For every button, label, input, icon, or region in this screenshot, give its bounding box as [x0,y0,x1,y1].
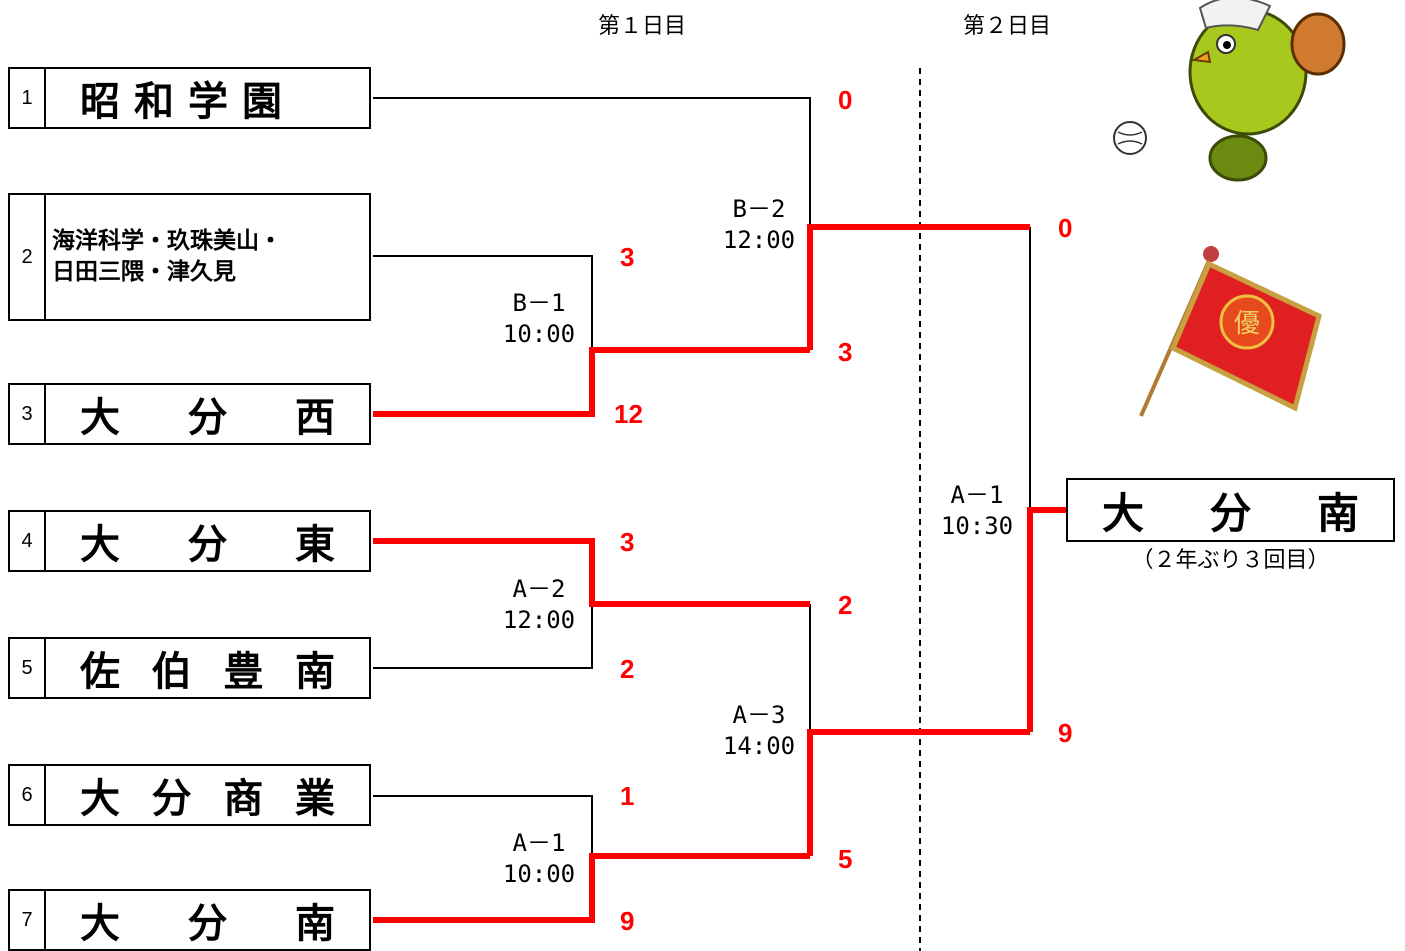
score-a1-top: 1 [620,781,635,811]
name-char: 大 [80,776,120,822]
line-team1 [373,97,811,227]
seed-number: 7 [10,891,46,949]
name-char: 大 [80,522,120,568]
win-final [1027,507,1066,732]
seed-number: 3 [10,385,46,443]
name-char: 分 [151,776,192,822]
score-final-bottom: 9 [1058,718,1073,748]
match-time: 12:00 [502,606,576,634]
win-a2 [373,538,810,607]
seed-number: 1 [10,69,46,127]
team-name: 大分商業 [46,766,369,824]
match-time: 12:00 [722,226,796,254]
victory-flag-icon: 優 [1139,246,1322,417]
name-char: 分 [187,395,228,441]
match-code: A－3 [732,701,786,729]
mascot-bird-icon [1113,0,1346,182]
team-name-line: 日田三隈・津久見 [52,259,236,285]
loser-lines [373,97,1031,856]
name-char: 南 [295,901,335,947]
score-a3-bottom: 5 [838,844,853,874]
team-name: 大分南 [46,891,369,949]
score-a2-top: 3 [620,527,635,557]
score-a2-bottom: 2 [620,654,635,684]
name-char: 西 [295,395,335,441]
day2-label: 第２日目 [963,14,1052,39]
name-char: 大 [80,901,120,947]
team-box-7: 7 大 分 南 [8,889,371,951]
name-char: 伯 [151,649,192,695]
score-a1-bottom: 9 [620,906,635,936]
name-char: 南 [294,649,335,695]
match-label-final: A－1 10:30 [934,480,1020,542]
score-a3-top: 2 [838,590,853,620]
name-char: 南 [1316,488,1359,538]
seed-number: 4 [10,512,46,570]
match-label-b1: B－1 10:00 [496,288,582,350]
score-b1-bottom: 12 [614,399,643,429]
winner-lines [373,224,1066,923]
name-char: 大 [80,395,120,441]
line-team6 [373,795,593,856]
seed-number: 6 [10,766,46,824]
win-b1 [373,347,810,417]
name-char: 東 [295,522,335,568]
match-label-a2: A－2 12:00 [496,574,582,636]
team-box-3: 3 大 分 西 [8,383,371,445]
flag-emblem: 優 [1234,309,1260,339]
name-char: 佐 [80,649,120,695]
day1-label: 第１日目 [598,14,687,39]
match-time: 10:00 [502,320,576,348]
name-char: 分 [1209,488,1252,538]
match-label-a1: A－1 10:00 [496,828,582,890]
score-final-top: 0 [1058,213,1073,243]
team-name: 大分東 [46,512,369,570]
champion-box: 大分南 [1066,478,1395,542]
score-b1-top: 3 [620,242,635,272]
team-name: 海洋科学・玖珠美山・ 日田三隈・津久見 [46,195,369,319]
name-char: 商 [223,776,264,822]
score-b2-top: 0 [838,85,853,115]
team-box-1: 1 昭和学園 [8,67,371,129]
match-label-a3: A－3 14:00 [716,700,802,762]
match-time: 10:00 [502,860,576,888]
name-char: 分 [187,522,228,568]
seed-number: 5 [10,639,46,697]
match-code: A－1 [950,481,1004,509]
match-code: B－1 [512,289,566,317]
match-code: A－2 [512,575,566,603]
match-time: 14:00 [722,732,796,760]
match-code: A－1 [512,829,566,857]
match-time: 10:30 [940,512,1014,540]
team-box-2: 2 海洋科学・玖珠美山・ 日田三隈・津久見 [8,193,371,321]
team-box-4: 4 大 分 東 [8,510,371,572]
team-name: 昭和学園 [80,79,296,125]
line-team2 [373,255,593,350]
seed-number: 2 [10,195,46,319]
win-b2 [807,224,1030,350]
match-label-b2: B－2 12:00 [716,194,802,256]
name-char: 豊 [223,649,264,695]
line-team5 [373,604,593,669]
champion-note: （２年ぶり３回目） [1131,548,1330,573]
team-name: 佐伯豊南 [46,639,369,697]
name-char: 大 [1102,488,1145,538]
name-char: 業 [294,776,335,822]
match-code: B－2 [732,195,786,223]
win-a3 [807,729,1030,856]
team-name-line: 海洋科学・玖珠美山・ [52,228,282,254]
team-box-6: 6 大分商業 [8,764,371,826]
win-a1 [373,853,810,923]
team-box-5: 5 佐伯豊南 [8,637,371,699]
name-char: 分 [187,901,228,947]
score-b2-bottom: 3 [838,337,853,367]
team-name: 大分西 [46,385,369,443]
